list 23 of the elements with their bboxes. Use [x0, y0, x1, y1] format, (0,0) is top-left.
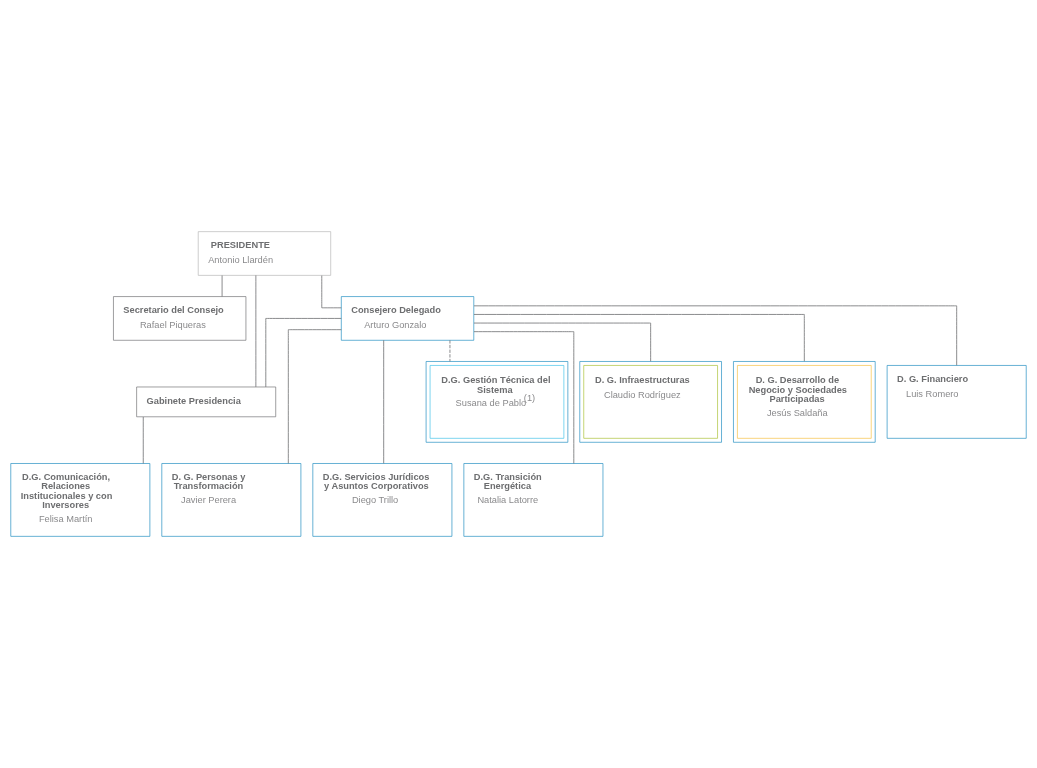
node-box: D. G. Personas y Transformación Javier Perera	[161, 463, 302, 537]
connector	[255, 275, 257, 388]
node-box: D.G. Servicios Jurídicos y Asuntos Corporativos Diego Trillo	[312, 463, 453, 537]
node-box: Secretario del Consejo Rafael Piqueras	[113, 296, 247, 341]
connector	[287, 329, 342, 464]
connector	[449, 339, 451, 362]
node-box: D.G. Comunicación, Relaciones Institucionales y con Inversores Felisa Martín	[10, 463, 151, 537]
connector	[383, 339, 385, 464]
node-box: D.G. Transición Energética Natalia Latorre	[463, 463, 604, 537]
connector	[473, 314, 805, 362]
connector	[221, 275, 223, 297]
connector	[473, 305, 958, 366]
node-box: D. G. Financiero Luis Romero	[886, 365, 1027, 439]
node-box: D. G. Desarrollo de Negocio y Sociedades Participadas Jesús Saldaña	[733, 361, 876, 443]
node-box: PRESIDENTE Antonio Llardén	[197, 231, 332, 276]
connector	[321, 275, 342, 309]
node-box: Gabinete Presidencia	[136, 386, 277, 418]
node-box: Consejero Delegado Arturo Gonzalo	[341, 296, 475, 341]
node-box: D. G. Infraestructuras Claudio Rodríguez	[579, 361, 722, 443]
connector	[473, 331, 575, 464]
connector	[473, 322, 652, 362]
connector	[142, 416, 144, 464]
connector	[265, 318, 342, 388]
